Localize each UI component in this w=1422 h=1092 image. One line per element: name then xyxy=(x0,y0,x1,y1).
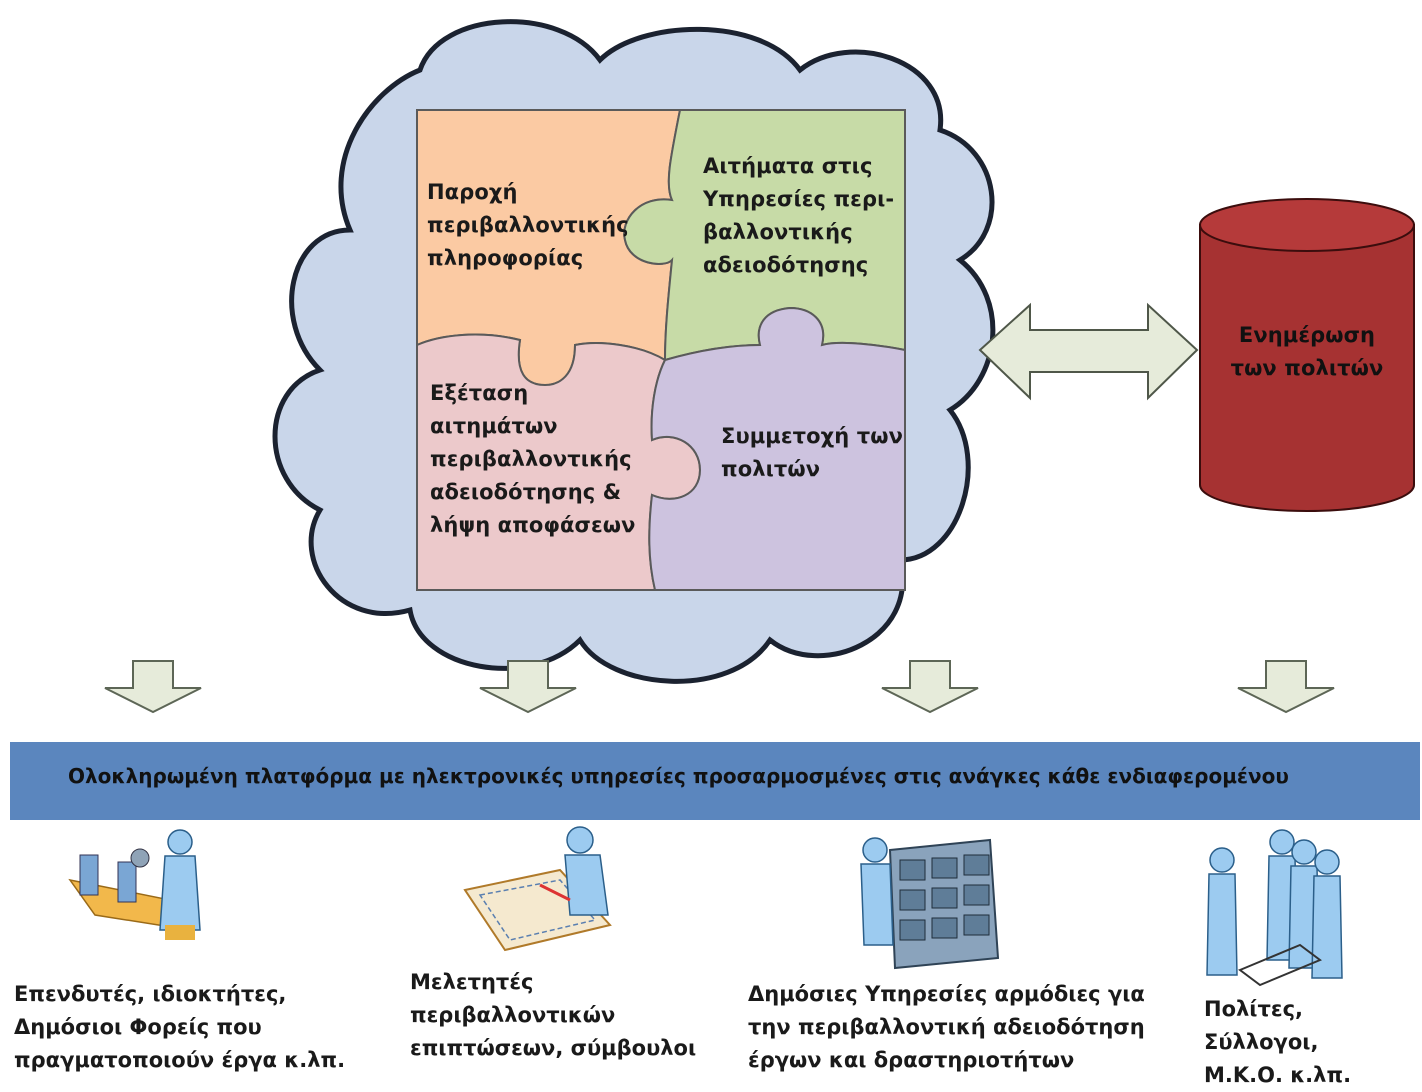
down-arrow-icon xyxy=(104,660,202,714)
platform-banner xyxy=(10,742,1420,820)
server-operator-icon xyxy=(860,837,1000,970)
stakeholder-label-consultants: Μελετητές περιβαλλοντικών επιπτώσεων, σύ… xyxy=(410,970,697,1060)
platform-banner-label: Ολοκληρωμένη πλατφόρμα με ηλεκτρονικές υ… xyxy=(68,764,1289,788)
puzzle-square xyxy=(416,109,906,591)
database-label: Ενημέρωση των πολιτών xyxy=(1230,323,1384,380)
puzzle-text-license-requests: Αιτήματα στις Υπηρεσίες περι- βαλλοντική… xyxy=(703,154,895,277)
down-arrow-icon xyxy=(1237,660,1335,714)
stakeholder-label-investors: Επενδυτές, ιδιοκτήτες, Δημόσιοι Φορείς π… xyxy=(14,982,346,1072)
database-cylinder-icon xyxy=(1199,198,1415,512)
stakeholder-label-citizens: Πολίτες, Σύλλογοι, Μ.Κ.Ο. κ.λπ. xyxy=(1204,997,1352,1087)
double-arrow-icon xyxy=(978,302,1199,401)
factory-worker-icon xyxy=(68,829,201,940)
puzzle-text-citizen-participation: Συμμετοχή των πολιτών xyxy=(721,424,904,481)
down-arrow-icon xyxy=(479,660,577,714)
stakeholder-label-public-services: Δημόσιες Υπηρεσίες αρμόδιες για την περι… xyxy=(748,982,1145,1072)
puzzle-text-environmental-information: Παροχή περιβαλλοντικής πληροφορίας xyxy=(427,180,629,270)
down-arrow-icon xyxy=(881,660,979,714)
puzzle-text-application-review: Εξέταση αιτημάτων περιβαλλοντικής αδειοδ… xyxy=(430,381,636,537)
designer-icon xyxy=(463,826,612,952)
people-group-icon xyxy=(1206,829,1343,987)
